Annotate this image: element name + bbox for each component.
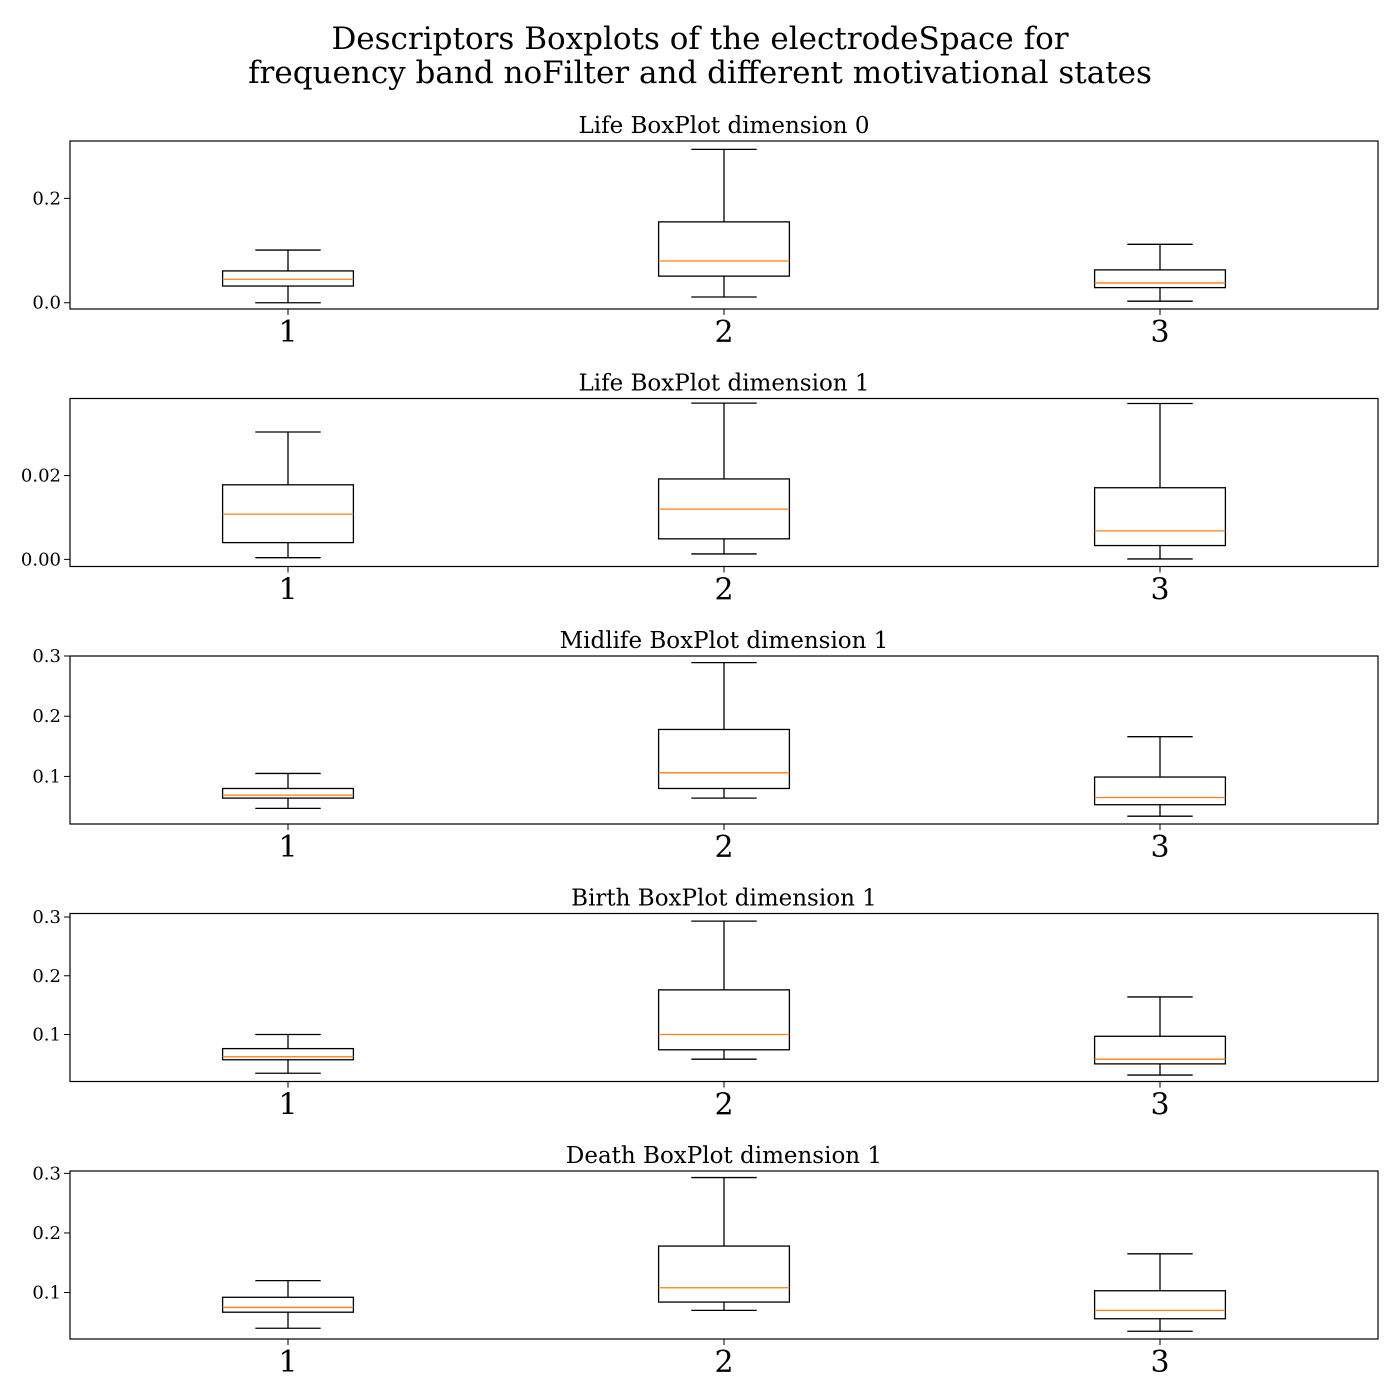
box-2 bbox=[657, 920, 791, 1060]
subplot-title: Life BoxPlot dimension 1 bbox=[578, 371, 869, 397]
box-3 bbox=[1093, 736, 1227, 817]
box-3 bbox=[1093, 243, 1227, 302]
x-tick-label: 3 bbox=[1150, 1345, 1169, 1380]
iqr-box bbox=[221, 787, 355, 799]
axes-frame bbox=[69, 397, 1379, 568]
iqr-box bbox=[657, 221, 791, 277]
subplot-2: Life BoxPlot dimension 1 0.00 0.02 1 2 3 bbox=[21, 371, 1379, 608]
x-tick-label: 2 bbox=[714, 1345, 733, 1380]
x-tick-label: 2 bbox=[714, 830, 733, 865]
y-tick-label: 0.1 bbox=[32, 766, 61, 787]
box-2 bbox=[657, 148, 791, 298]
x-tick-label: 2 bbox=[714, 573, 733, 608]
figure-title-line1: Descriptors Boxplots of the electrodeSpa… bbox=[331, 21, 1069, 57]
box-2 bbox=[657, 1176, 791, 1312]
box-1 bbox=[221, 772, 355, 809]
x-tick-label: 2 bbox=[714, 1088, 733, 1123]
y-tick-label: 0.3 bbox=[32, 1163, 61, 1184]
axes-frame bbox=[69, 1170, 1379, 1340]
x-tick-label: 2 bbox=[714, 315, 733, 350]
y-tick-label: 0.3 bbox=[32, 646, 61, 667]
subplot-title: Life BoxPlot dimension 0 bbox=[578, 113, 869, 139]
y-tick-label: 0.02 bbox=[21, 466, 61, 487]
box-2 bbox=[657, 661, 791, 799]
iqr-box bbox=[657, 728, 791, 790]
y-tick-label: 0.2 bbox=[32, 966, 61, 987]
box-1 bbox=[221, 1279, 355, 1329]
y-tick-label: 0.3 bbox=[32, 907, 61, 928]
box-3 bbox=[1093, 996, 1227, 1076]
y-tick-label: 0.00 bbox=[21, 549, 61, 570]
subplot-5: Death BoxPlot dimension 1 0.1 0.2 0.3 1 2 3 bbox=[32, 1143, 1379, 1380]
box-1 bbox=[221, 249, 355, 304]
iqr-box bbox=[1093, 776, 1227, 806]
subplot-1: Life BoxPlot dimension 0 0.0 0.2 1 2 3 bbox=[32, 113, 1379, 350]
y-tick-label: 0.2 bbox=[32, 706, 61, 727]
y-tick-label: 0.2 bbox=[32, 1223, 61, 1244]
x-tick-label: 1 bbox=[278, 1345, 297, 1380]
y-tick-label: 0.2 bbox=[32, 188, 61, 209]
x-tick-label: 1 bbox=[278, 830, 297, 865]
iqr-box bbox=[1093, 487, 1227, 547]
axes-frame bbox=[69, 912, 1379, 1083]
figure-title: Descriptors Boxplots of the electrodeSpa… bbox=[0, 22, 1400, 90]
iqr-box bbox=[657, 989, 791, 1051]
box-1 bbox=[221, 431, 355, 559]
iqr-box bbox=[1093, 1035, 1227, 1065]
axes-frame bbox=[69, 655, 1379, 825]
box-1 bbox=[221, 1033, 355, 1074]
iqr-box bbox=[1093, 269, 1227, 289]
y-tick-label: 0.1 bbox=[32, 1283, 61, 1304]
axes-frame bbox=[69, 140, 1379, 310]
x-tick-label: 3 bbox=[1150, 830, 1169, 865]
box-3 bbox=[1093, 402, 1227, 560]
x-tick-label: 1 bbox=[278, 315, 297, 350]
y-tick-label: 0.1 bbox=[32, 1025, 61, 1046]
x-tick-label: 1 bbox=[278, 573, 297, 608]
x-tick-label: 1 bbox=[278, 1088, 297, 1123]
y-tick-label: 0.0 bbox=[32, 293, 61, 314]
x-tick-label: 3 bbox=[1150, 573, 1169, 608]
box-3 bbox=[1093, 1253, 1227, 1332]
subplot-title: Midlife BoxPlot dimension 1 bbox=[560, 628, 889, 654]
iqr-box bbox=[221, 1296, 355, 1313]
figure-title-line2: frequency band noFilter and different mo… bbox=[248, 55, 1152, 91]
x-tick-label: 3 bbox=[1150, 315, 1169, 350]
subplot-title: Death BoxPlot dimension 1 bbox=[566, 1143, 882, 1169]
subplot-title: Birth BoxPlot dimension 1 bbox=[571, 886, 877, 912]
iqr-box bbox=[221, 1047, 355, 1061]
iqr-box bbox=[1093, 1290, 1227, 1320]
iqr-box bbox=[221, 270, 355, 287]
subplot-3: Midlife BoxPlot dimension 1 0.1 0.2 0.3 1 2 3 bbox=[32, 628, 1379, 865]
x-tick-label: 3 bbox=[1150, 1088, 1169, 1123]
subplot-4: Birth BoxPlot dimension 1 0.1 0.2 0.3 1 2 3 bbox=[32, 886, 1379, 1123]
iqr-box bbox=[657, 1245, 791, 1303]
box-2 bbox=[657, 402, 791, 555]
